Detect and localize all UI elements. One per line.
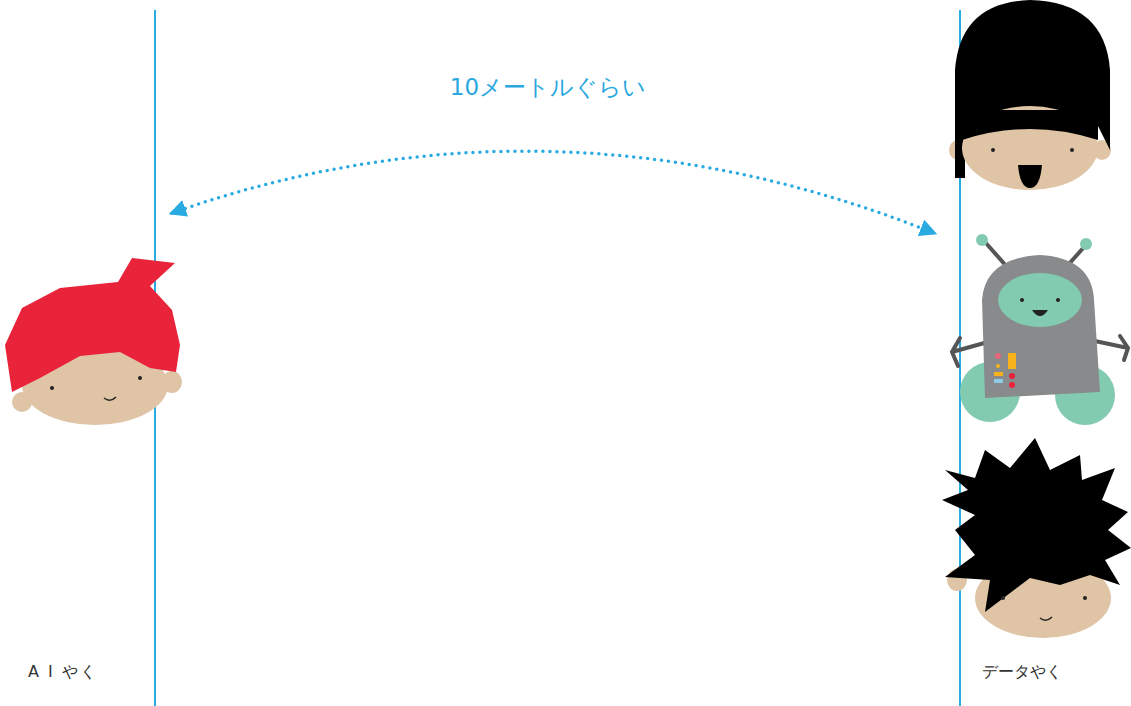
- role-label: データやく: [982, 662, 1062, 681]
- distance-label: 10メートルぐらい: [450, 74, 646, 102]
- girl: [949, 0, 1111, 190]
- role-label: A I やく: [28, 662, 98, 681]
- red-cap-child: [5, 258, 182, 425]
- distance-arc: [172, 151, 934, 233]
- robot: [952, 234, 1128, 425]
- spiky-kid: [942, 438, 1131, 638]
